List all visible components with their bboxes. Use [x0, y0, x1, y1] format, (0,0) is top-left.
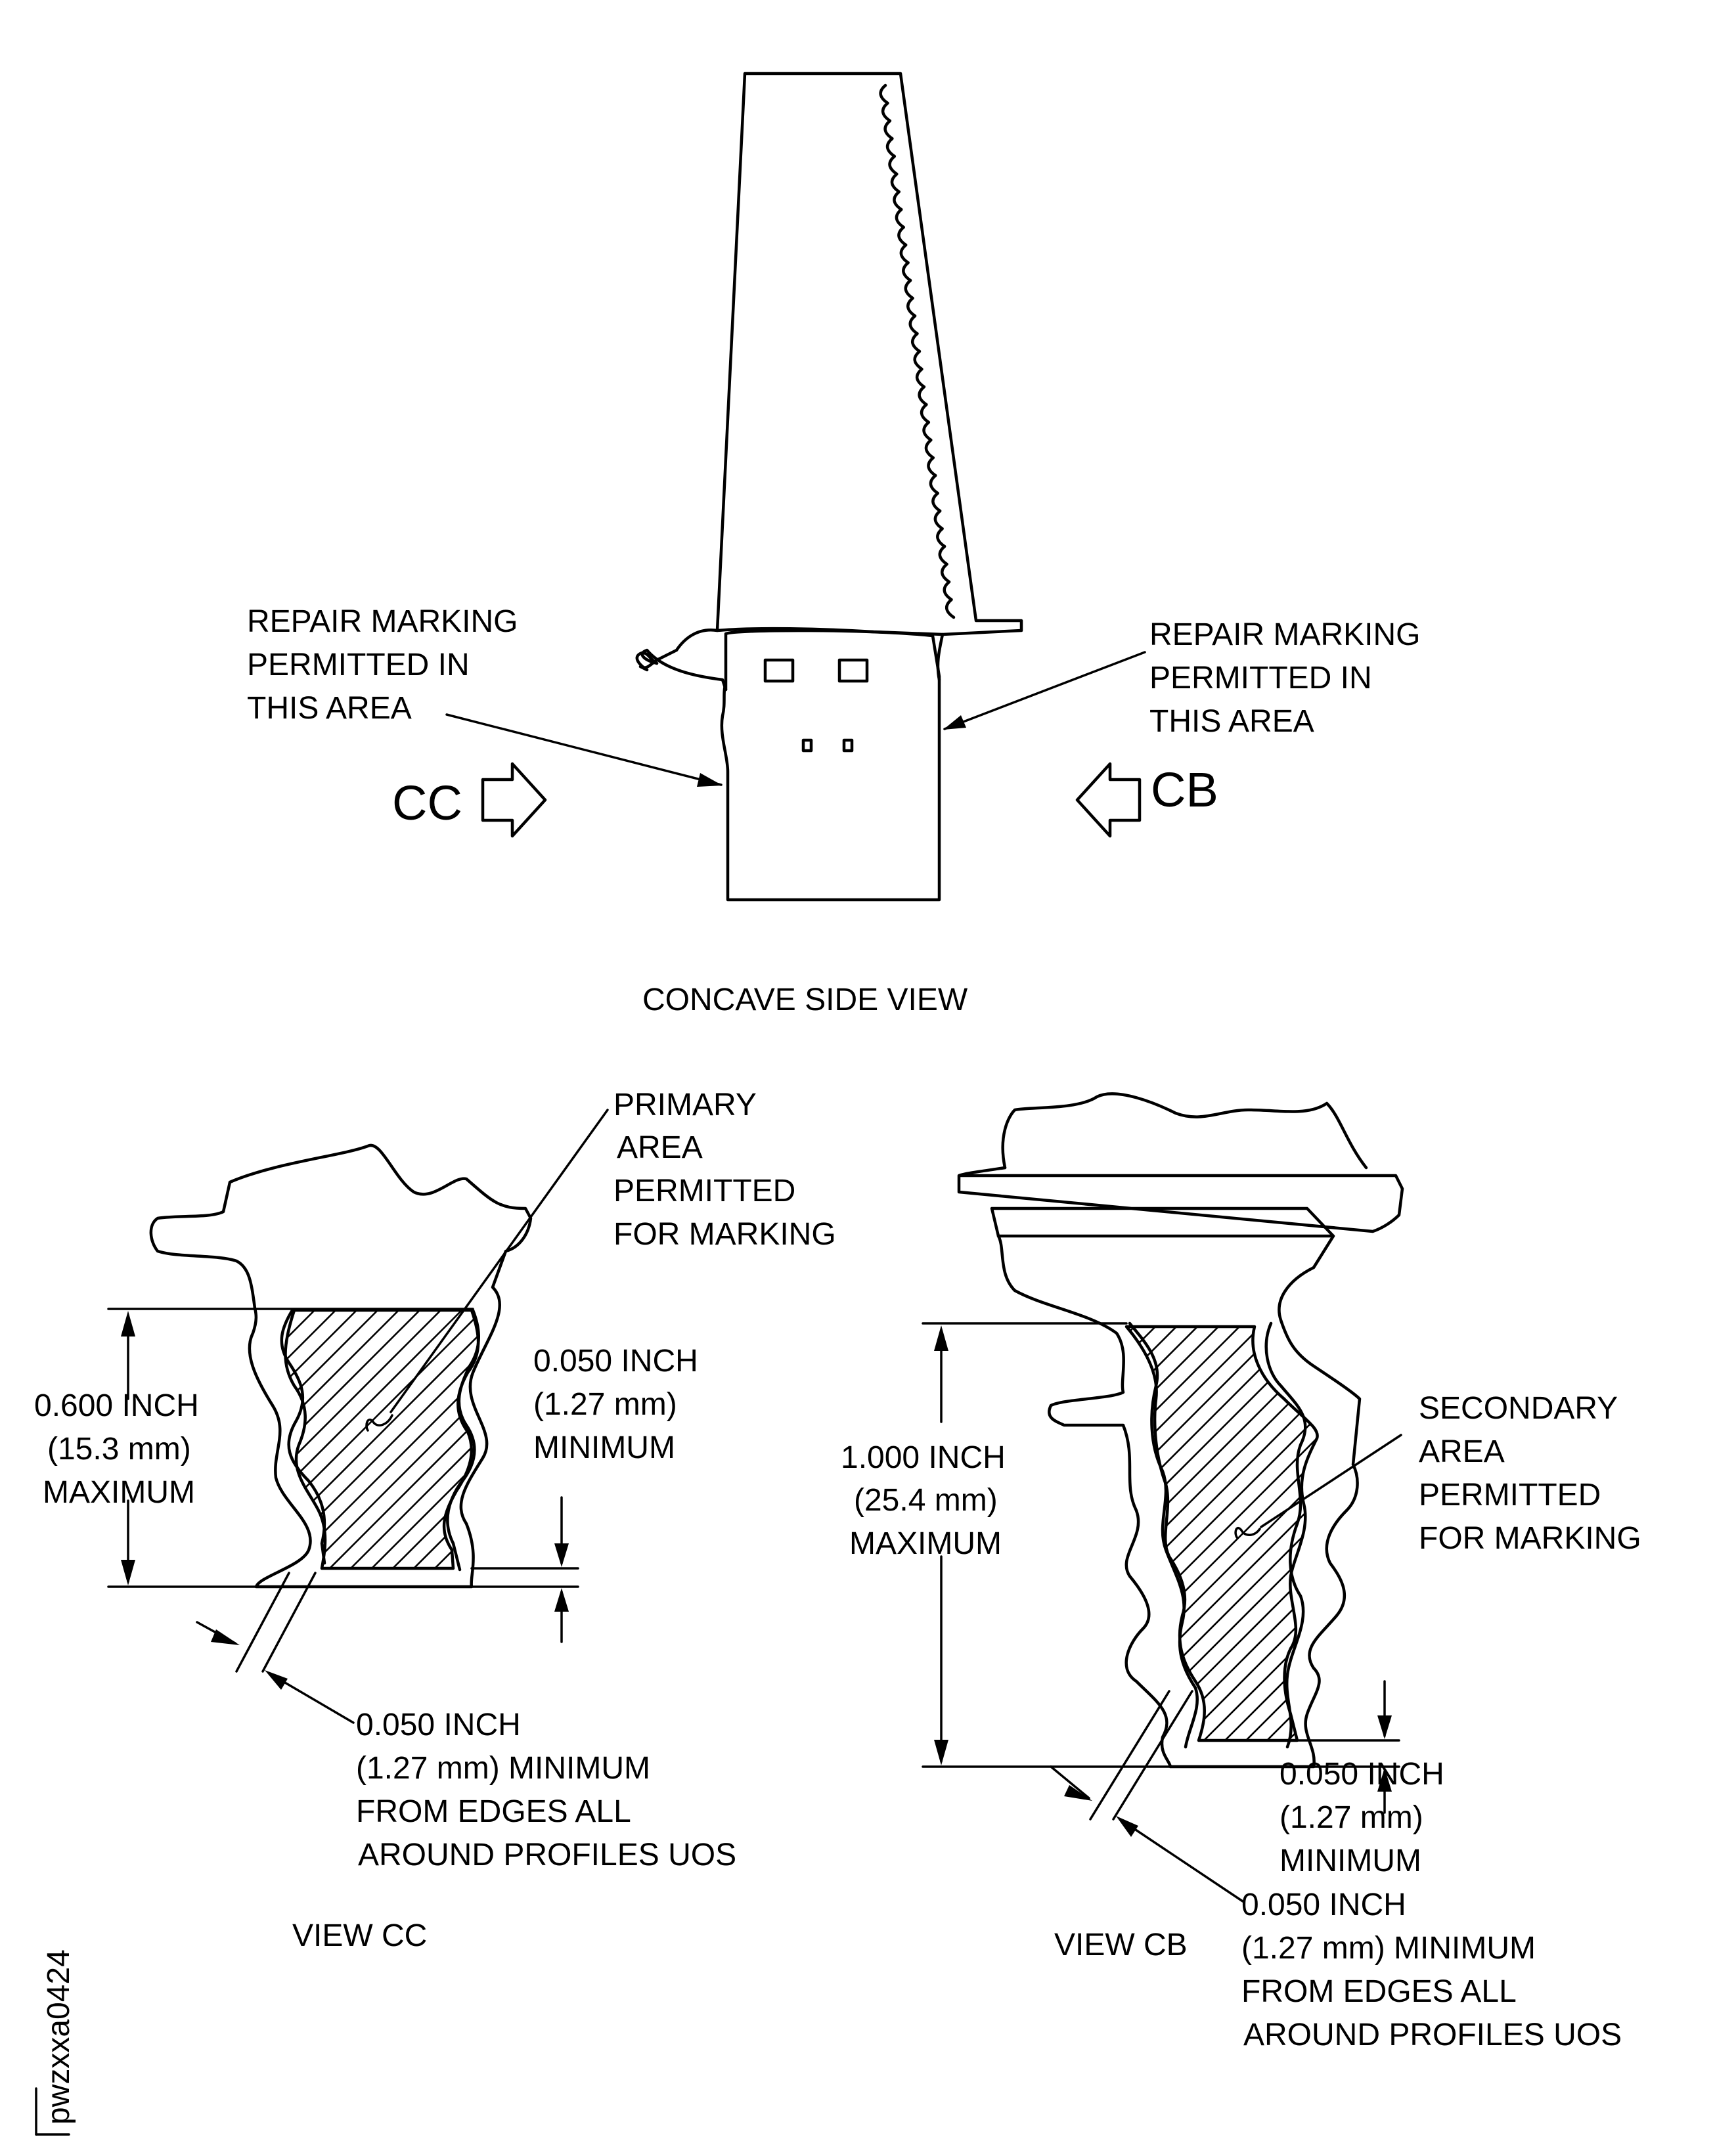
cc-edge-min-line-1: 0.050 INCH	[356, 1708, 521, 1742]
top-view-title: CONCAVE SIDE VIEW	[642, 983, 968, 1017]
secondary-area-line-2: AREA	[1419, 1434, 1505, 1469]
cb-edge-min-line-2: (1.27 mm) MINIMUM	[1241, 1931, 1536, 1966]
left-callout-line-1: REPAIR MARKING	[247, 604, 518, 639]
secondary-area-boundary	[1124, 1325, 1319, 1742]
secondary-area-hatch	[1126, 1327, 1318, 1740]
primary-area-line-2: AREA	[617, 1130, 703, 1165]
right-callout-line-2: PERMITTED IN	[1149, 661, 1372, 696]
left-callout-line-2: PERMITTED IN	[247, 648, 470, 682]
cb-edge-min-line-1: 0.050 INCH	[1241, 1888, 1406, 1922]
view-arrow-cc	[481, 762, 547, 838]
cc-edge-min-line-3: FROM EDGES ALL	[356, 1794, 631, 1829]
cc-edge-min-line-2: (1.27 mm) MINIMUM	[356, 1751, 650, 1786]
airfoil-outline	[715, 72, 1023, 636]
right-callout-line-3: THIS AREA	[1149, 704, 1314, 739]
primary-area-line-3: PERMITTED	[613, 1174, 795, 1208]
view-cc-outline	[149, 1143, 533, 1589]
secondary-area-line-3: PERMITTED	[1419, 1478, 1601, 1513]
cc-bottom-min-line-2: (1.27 mm)	[533, 1387, 677, 1422]
cc-height-dim-line-1: 0.600 INCH	[34, 1388, 199, 1423]
cb-edge-min-line-3: FROM EDGES ALL	[1241, 1974, 1517, 2009]
figure-id-tag: pwzxxa0424	[35, 1949, 76, 2136]
view-arrow-cb	[1075, 762, 1142, 838]
cb-height-dim-line-1: 1.000 INCH	[841, 1440, 1006, 1475]
cb-bottom-min-line-2: (1.27 mm)	[1280, 1800, 1423, 1835]
airfoil-trailing-edge-cooling-slots	[879, 83, 956, 619]
cb-bottom-min-line-1: 0.050 INCH	[1280, 1757, 1444, 1792]
cb-bottom-min-line-3: MINIMUM	[1280, 1844, 1421, 1878]
view-cc-title: VIEW CC	[292, 1918, 427, 1953]
arrow-label-cc: CC	[392, 776, 462, 830]
cc-edge-min-line-4: AROUND PROFILES UOS	[358, 1838, 736, 1872]
view-cb-drawing	[922, 1092, 1404, 1903]
left-callout-line-3: THIS AREA	[247, 691, 412, 726]
primary-area-line-4: FOR MARKING	[613, 1217, 836, 1252]
secondary-area-line-4: FOR MARKING	[1419, 1521, 1641, 1556]
secondary-area-line-1: SECONDARY	[1419, 1391, 1618, 1426]
view-cb-airfoil-stub	[1001, 1092, 1368, 1170]
cc-height-dim-line-2: (15.3 mm)	[47, 1432, 191, 1467]
view-cb-platform	[957, 1166, 1404, 1238]
cc-bottom-min-line-1: 0.050 INCH	[533, 1344, 698, 1379]
cb-height-dim-line-2: (25.4 mm)	[854, 1483, 998, 1518]
primary-area-boundary	[284, 1308, 480, 1570]
primary-area-line-1: PRIMARY	[613, 1088, 757, 1122]
blade-concave-side-view	[445, 72, 1146, 902]
cc-height-dim-line-3: MAXIMUM	[43, 1475, 195, 1510]
view-cb-title: VIEW CB	[1054, 1928, 1188, 1962]
arrow-label-cb: CB	[1151, 762, 1218, 817]
view-cc-drawing	[107, 1109, 609, 1724]
right-callout-line-1: REPAIR MARKING	[1149, 617, 1421, 652]
cc-bottom-min-line-3: MINIMUM	[533, 1430, 675, 1465]
cb-edge-min-line-4: AROUND PROFILES UOS	[1243, 2018, 1622, 2052]
view-cb-outline	[996, 1234, 1362, 1769]
cb-height-dim-line-3: MAXIMUM	[849, 1526, 1002, 1561]
figure-id: pwzxxa0424	[41, 1949, 76, 2125]
